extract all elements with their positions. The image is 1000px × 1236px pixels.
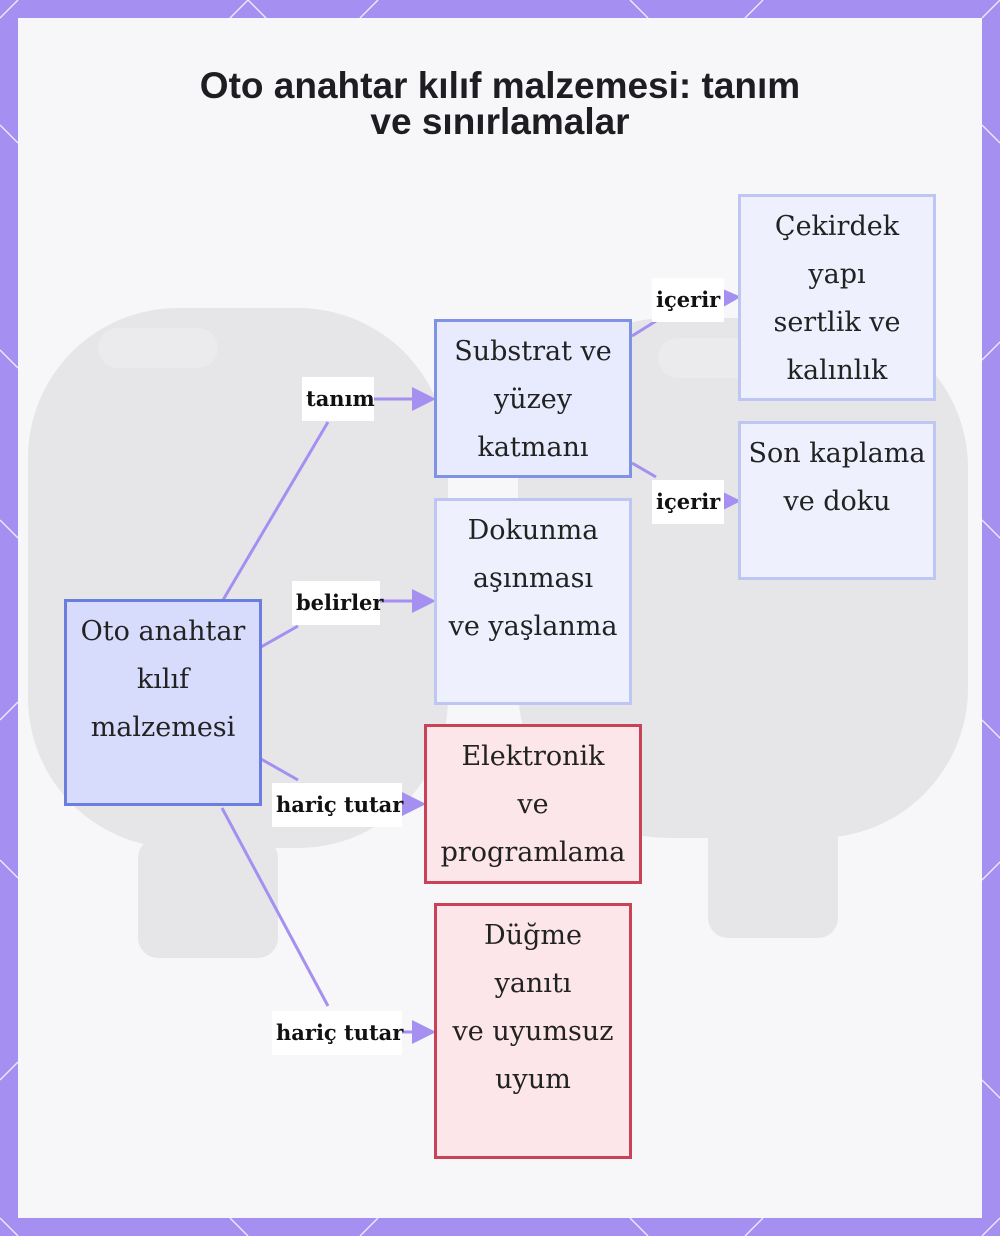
node-dokunma-line: ve yaşlanma: [448, 611, 618, 642]
node-root-line: Oto anahtar: [80, 616, 246, 647]
node-cekirdek-line: sertlik ve: [773, 307, 901, 338]
node-dokunma: Dokunma aşınması ve yaşlanma: [434, 498, 632, 705]
node-dugme-line: ve uyumsuz: [452, 1016, 614, 1047]
edge-haric-2: [220, 807, 330, 1007]
edge-haric-1: [260, 757, 299, 782]
node-son-kaplama: Son kaplama ve doku: [738, 421, 936, 580]
title-line-1: Oto anahtar kılıf malzemesi: tanım: [199, 65, 801, 106]
node-substrat-line: yüzey: [493, 384, 573, 415]
node-cekirdek: Çekirdek yapı sertlik ve kalınlık: [738, 194, 936, 401]
edge-icerir-1: [631, 319, 657, 338]
node-elektronik-line: programlama: [440, 837, 626, 868]
edge-label-belirler: belirler: [292, 581, 383, 625]
node-root: Oto anahtar kılıf malzemesi: [64, 599, 262, 806]
node-dokunma-line: Dokunma: [467, 515, 599, 546]
node-substrat-line: Substrat ve: [454, 336, 612, 367]
node-elektronik-line: ve: [517, 789, 549, 820]
node-dokunma-line: aşınması: [472, 563, 594, 594]
title-line-2: ve sınırlamalar: [370, 101, 630, 142]
connector-lines: [220, 286, 741, 1044]
node-dugme-line: uyum: [495, 1064, 571, 1095]
node-elektronik: Elektronik ve programlama: [424, 724, 642, 884]
edge-label-icerir: içerir: [652, 278, 724, 322]
edge-label-icerir: içerir: [652, 480, 724, 524]
edge-icerir-2: [631, 461, 657, 479]
node-root-line: malzemesi: [90, 712, 236, 743]
edge-label-haric-tutar: hariç tutar: [272, 783, 403, 827]
node-substrat: Substrat ve yüzey katmanı: [434, 319, 632, 478]
diagram-panel: Oto anahtar kılıf malzemesi: tanım ve sı…: [18, 18, 982, 1218]
edge-label-tanim: tanım: [302, 377, 375, 421]
node-elektronik-line: Elektronik: [461, 741, 605, 772]
edge-label-haric-tutar: hariç tutar: [272, 1011, 403, 1055]
node-cekirdek-line: Çekirdek: [774, 211, 900, 242]
node-dugme-line: Düğme: [484, 920, 582, 951]
node-son-kaplama-line: Son kaplama: [748, 438, 926, 469]
node-cekirdek-line: yapı: [808, 259, 866, 290]
node-dugme-line: yanıtı: [494, 968, 572, 999]
node-dugme: Düğme yanıtı ve uyumsuz uyum: [434, 903, 632, 1159]
node-cekirdek-line: kalınlık: [786, 355, 888, 386]
edge-belirler: [260, 624, 299, 649]
node-root-line: kılıf: [136, 664, 190, 695]
diagram-title: Oto anahtar kılıf malzemesi: tanım ve sı…: [18, 65, 982, 142]
node-substrat-line: katmanı: [477, 432, 589, 463]
node-son-kaplama-line: ve doku: [783, 486, 891, 517]
edge-tanim: [221, 421, 330, 601]
